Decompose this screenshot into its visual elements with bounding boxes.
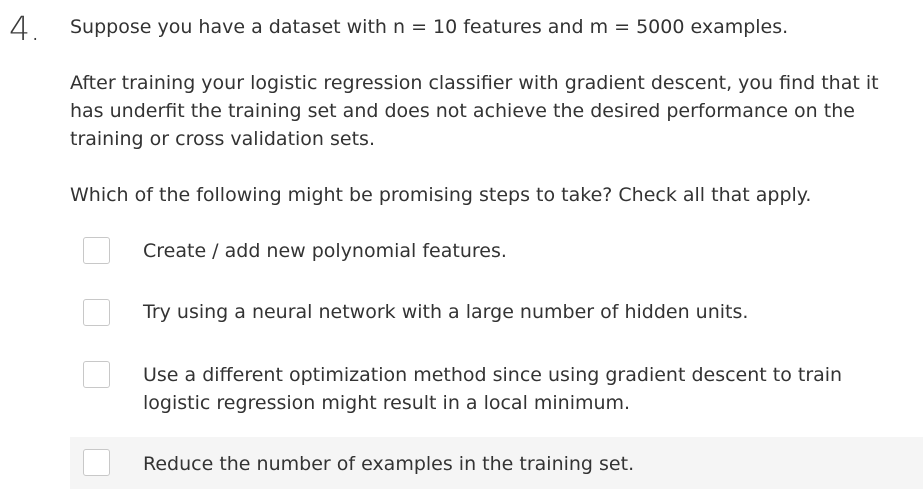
option-reduce-examples[interactable]: Reduce the number of examples in the tra… <box>70 437 923 489</box>
option-checkbox[interactable] <box>83 361 110 388</box>
option-checkbox[interactable] <box>83 299 110 326</box>
option-checkbox[interactable] <box>83 237 110 264</box>
question-prompt: Which of the following might be promisin… <box>70 184 812 206</box>
option-checkbox[interactable] <box>83 449 110 476</box>
question-intro: Suppose you have a dataset with n = 10 f… <box>70 16 789 38</box>
option-label: Try using a neural network with a large … <box>143 301 749 323</box>
option-add-polynomial-features[interactable]: Create / add new polynomial features. <box>70 233 923 271</box>
question-number: 4. <box>9 9 41 48</box>
option-label: Create / add new polynomial features. <box>143 240 507 262</box>
option-different-optimization[interactable]: Use a different optimization method sinc… <box>70 357 923 419</box>
question-scenario: After training your logistic regression … <box>70 72 879 150</box>
option-label: Reduce the number of examples in the tra… <box>143 453 635 475</box>
option-neural-network[interactable]: Try using a neural network with a large … <box>70 294 923 332</box>
option-label: Use a different optimization method sinc… <box>143 364 843 414</box>
